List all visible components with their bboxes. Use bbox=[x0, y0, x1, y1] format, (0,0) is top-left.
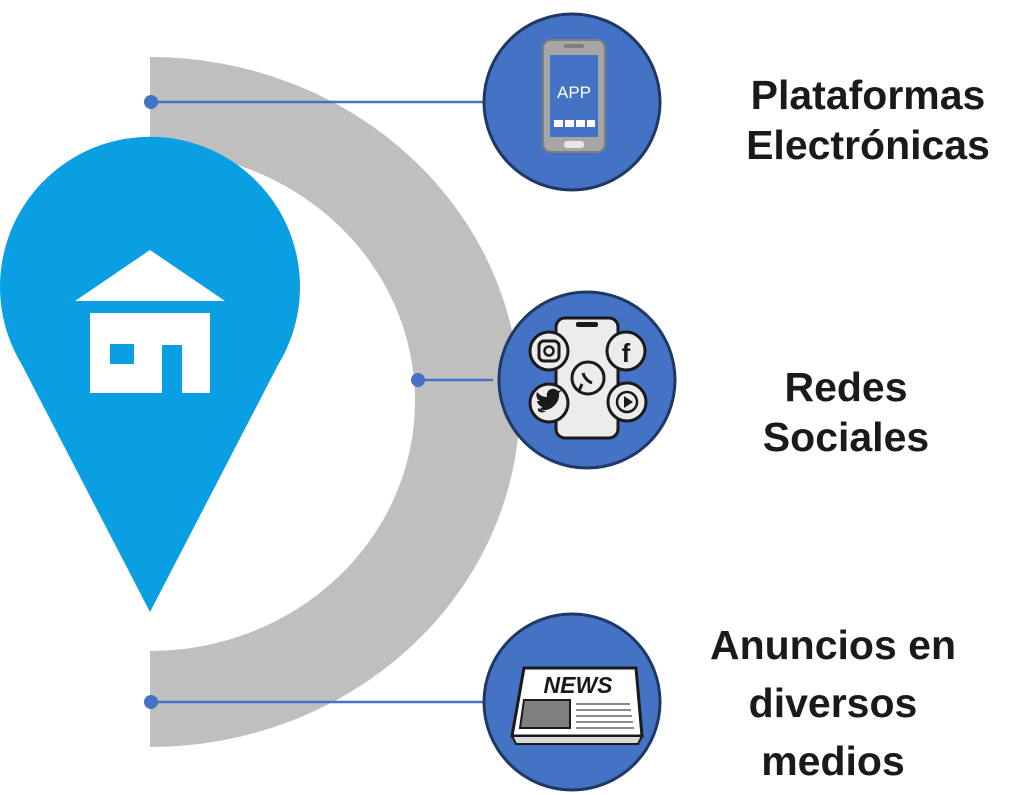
label-redes-sociales: Redes Sociales bbox=[696, 362, 996, 462]
newspaper-icon: NEWS bbox=[510, 666, 644, 745]
house-icon bbox=[75, 250, 225, 393]
twitter-icon bbox=[528, 382, 570, 424]
connector-dot bbox=[144, 95, 158, 109]
item-circle-3: NEWS bbox=[482, 612, 662, 792]
label-line: medios bbox=[761, 738, 905, 784]
label-line: Redes bbox=[784, 364, 908, 410]
label-plataformas-electronicas: Plataformas Electrónicas bbox=[718, 70, 1018, 170]
label-line: Plataformas bbox=[750, 72, 986, 118]
label-line: Electrónicas bbox=[746, 122, 990, 168]
facebook-icon: f bbox=[605, 330, 647, 372]
house-window bbox=[110, 344, 134, 364]
label-line: Anuncios en bbox=[709, 622, 957, 668]
svg-text:f: f bbox=[622, 338, 631, 368]
mobile-app-icon: APP bbox=[542, 39, 606, 153]
label-line: diversos bbox=[748, 680, 918, 726]
instagram-icon bbox=[528, 330, 570, 372]
connector-1 bbox=[144, 95, 483, 109]
half-ring-arc bbox=[150, 57, 520, 747]
label-anuncios-diversos-medios: Anuncios en diversos medios bbox=[683, 616, 983, 790]
social-media-phone-icon: f bbox=[528, 316, 648, 440]
location-pin-icon bbox=[0, 136, 300, 612]
connector-2 bbox=[411, 373, 493, 387]
connector-dot bbox=[411, 373, 425, 387]
item-circle-2: f bbox=[497, 290, 677, 470]
item-circle-1: APP bbox=[482, 12, 662, 192]
connector-3 bbox=[144, 695, 483, 709]
label-line: Sociales bbox=[762, 414, 930, 460]
connector-dot bbox=[144, 695, 158, 709]
news-label: NEWS bbox=[544, 672, 614, 698]
whatsapp-icon bbox=[570, 360, 606, 396]
app-label: APP bbox=[557, 83, 591, 102]
youtube-play-icon bbox=[606, 381, 648, 423]
